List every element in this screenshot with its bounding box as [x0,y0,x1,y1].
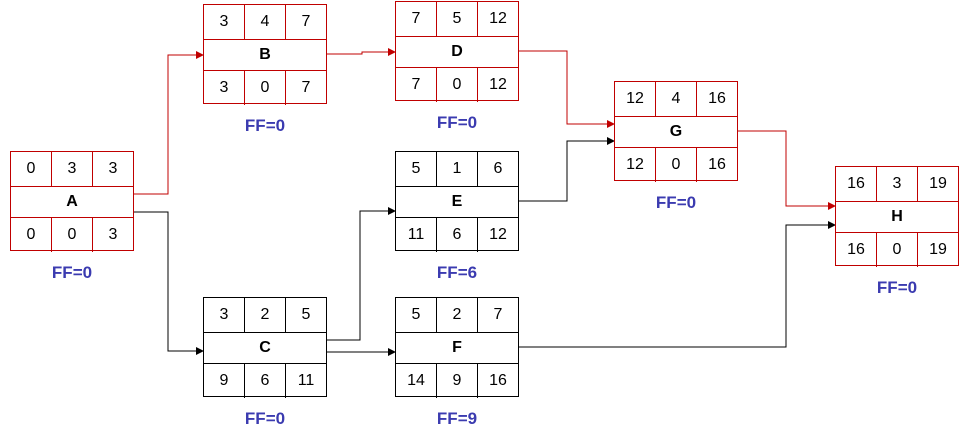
duration: 5 [436,2,477,36]
activity-label: A [66,193,78,210]
duration: 2 [244,298,285,332]
early-start: 3 [219,306,229,323]
free-float-A: FF=0 [51,263,93,282]
total-float: 9 [436,364,477,398]
duration: 1 [436,152,477,186]
total-float: 6 [244,364,285,398]
arrow-F-H [519,221,836,348]
late-start: 9 [219,372,229,389]
late-finish: 7 [285,71,326,105]
activity-label: D [451,43,463,60]
early-finish: 7 [285,5,326,39]
activity-label: H [891,208,903,225]
late-finish: 16 [477,364,518,398]
arrow-G-H [738,130,836,210]
late-finish: 19 [917,233,958,267]
duration: 2 [436,298,477,332]
activity-label: G [669,123,683,140]
total-float: 0 [436,68,477,102]
late-start: 11 [407,226,425,243]
early-finish: 19 [917,167,958,201]
total-float: 6 [436,218,477,252]
late-start: 3 [219,79,229,96]
duration: 4 [655,82,696,116]
free-float-D: FF=0 [436,113,478,132]
free-float-G: FF=0 [655,193,697,212]
arrow-E-G [519,137,615,202]
early-finish: 6 [477,152,518,186]
early-start: 5 [411,160,421,177]
late-finish: 12 [477,68,518,102]
arrow-C-E [327,207,396,341]
early-finish: 3 [92,152,133,186]
late-finish: 3 [92,218,133,252]
duration: 4 [244,5,285,39]
activity-label: B [259,46,271,63]
activity-label: C [259,339,271,356]
early-start: 3 [219,13,229,30]
total-float: 0 [244,71,285,105]
late-finish: 12 [477,218,518,252]
free-float-H: FF=0 [876,278,918,297]
late-start: 7 [411,76,421,93]
total-float: 0 [876,233,917,267]
duration: 3 [876,167,917,201]
duration: 3 [51,152,92,186]
early-start: 5 [411,306,421,323]
early-start: 12 [626,90,644,107]
early-finish: 7 [477,298,518,332]
late-finish: 11 [285,364,326,398]
activity-label: F [452,339,462,356]
late-start: 0 [26,226,36,243]
free-float-C: FF=0 [244,409,286,428]
early-finish: 5 [285,298,326,332]
arrow-A-C [134,211,204,355]
arrow-B-D [327,48,396,56]
total-float: 0 [655,148,696,182]
early-start: 0 [26,160,36,177]
free-float-E: FF=6 [436,263,478,282]
early-start: 16 [847,175,865,192]
arrow-D-G [519,50,615,128]
free-float-F: FF=9 [436,409,478,428]
early-start: 7 [411,10,421,27]
late-start: 14 [407,372,425,389]
early-finish: 16 [696,82,737,116]
activity-label: E [451,193,463,210]
early-finish: 12 [477,2,518,36]
late-start: 12 [626,156,644,173]
free-float-B: FF=0 [244,116,286,135]
total-float: 0 [51,218,92,252]
late-finish: 16 [696,148,737,182]
late-start: 16 [847,241,865,258]
arrow-A-B [134,51,204,195]
